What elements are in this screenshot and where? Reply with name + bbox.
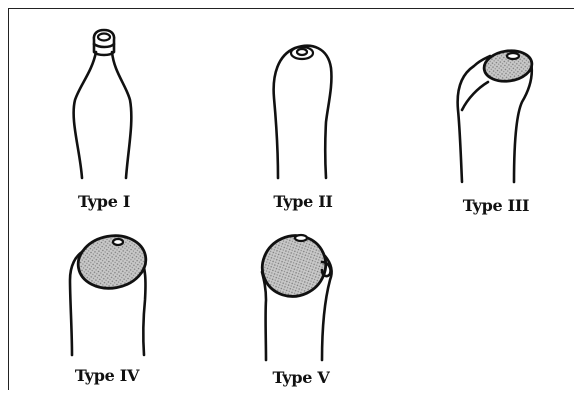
type-2-illustration [274,46,332,178]
type-4-label: Type IV [75,366,139,385]
type-4-illustration [70,230,150,355]
type-3-illustration [458,48,534,182]
type-5-label: Type V [273,368,330,387]
type-1-illustration [74,30,132,178]
type-2-label: Type II [273,192,332,211]
type-1-label: Type I [78,192,130,211]
type-3-label: Type III [463,196,529,215]
type-5-illustration [252,225,335,360]
